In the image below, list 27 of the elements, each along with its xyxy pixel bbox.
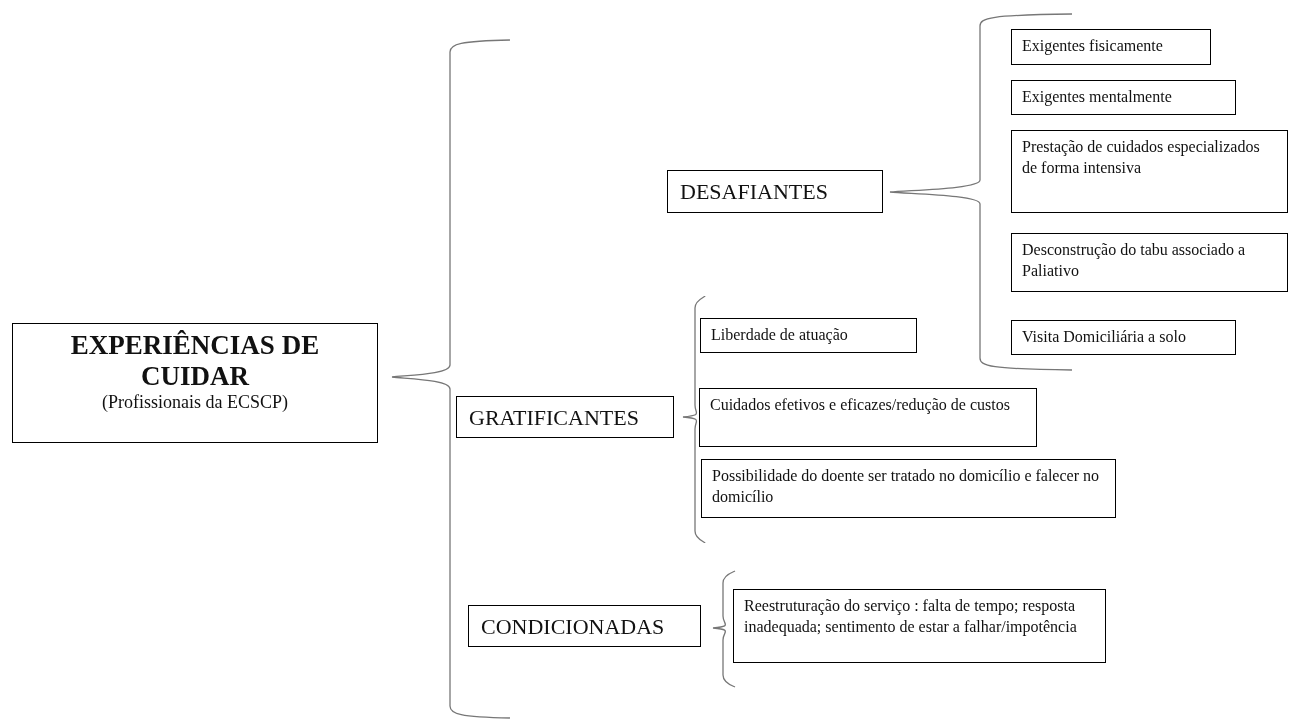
main-title: EXPERIÊNCIAS DE CUIDAR xyxy=(69,330,321,393)
item-box xyxy=(1011,80,1236,115)
item-text: Exigentes mentalmente xyxy=(1022,87,1173,108)
item-box xyxy=(1011,29,1211,65)
category-label: CONDICIONADAS xyxy=(481,614,666,640)
item-text: Prestação de cuidados especializados de forma intensiva xyxy=(1022,137,1261,178)
category-label: DESAFIANTES xyxy=(680,179,829,205)
item-text: Possibilidade do doente ser tratado no domicílio e falecer no domicílio xyxy=(712,466,1100,507)
item-text: Liberdade de atuação xyxy=(711,325,849,346)
category-box xyxy=(456,396,674,438)
item-box xyxy=(1011,130,1288,213)
item-box xyxy=(1011,233,1288,292)
item-text: Reestruturação do serviço : falta de tempo; resposta inadequada; sentimento de estar a falhar/impotência xyxy=(744,596,1078,638)
item-text: Exigentes fisicamente xyxy=(1022,36,1164,57)
item-text: Desconstrução do tabu associado a Paliativo xyxy=(1022,240,1247,281)
item-box xyxy=(700,318,917,353)
item-box xyxy=(733,589,1106,663)
title-box xyxy=(12,323,378,443)
item-box xyxy=(699,388,1037,447)
category-label: GRATIFICANTES xyxy=(469,405,640,431)
item-text: Visita Domiciliária a solo xyxy=(1022,327,1187,347)
item-box xyxy=(701,459,1116,518)
item-box xyxy=(1011,320,1236,355)
item-text: Cuidados efetivos e eficazes/redução de custos xyxy=(710,395,1011,416)
category-box xyxy=(468,605,701,647)
category-box xyxy=(667,170,883,213)
subtitle: (Profissionais da ECSCP) xyxy=(101,392,289,413)
